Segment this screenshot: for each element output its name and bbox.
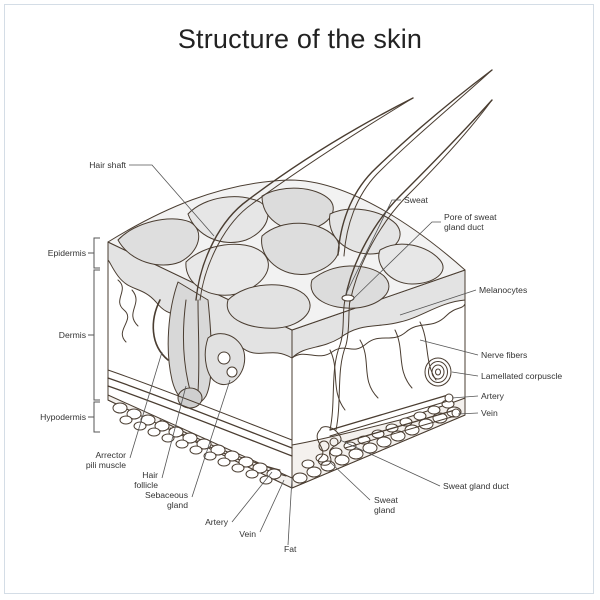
leader-nerve: [419, 339, 479, 356]
fat-cells-right: [292, 399, 462, 484]
leader-vein-r: [457, 412, 479, 415]
label-sebaceous-1: Sebaceous: [145, 490, 188, 500]
leader-sebaceous: [191, 379, 231, 498]
leader-sweat-duct: [339, 439, 441, 487]
leader-arrector: [129, 351, 163, 459]
label-pore-2: gland duct: [444, 222, 484, 232]
leader-lamellated: [451, 371, 479, 377]
leader-hair-follicle: [161, 385, 187, 479]
label-sweat-gland-duct: Sweat gland duct: [443, 481, 510, 491]
label-dermis: Dermis: [59, 330, 86, 340]
nerve-fiber: [394, 329, 413, 389]
leader-vein-b: [259, 479, 285, 533]
leader-artery-r: [451, 395, 479, 399]
top-cell: [378, 243, 444, 285]
arrector-pili: [152, 299, 169, 361]
hair-shaft-3: [344, 99, 493, 301]
label-arrector-1: Arrector: [95, 450, 126, 460]
hair-follicle: [167, 281, 212, 406]
top-cell: [117, 218, 200, 266]
label-nerve-fibers: Nerve fibers: [481, 350, 527, 360]
label-hypodermis: Hypodermis: [40, 412, 86, 422]
label-artery-right: Artery: [481, 391, 505, 401]
diagram-title: Structure of the skin: [177, 24, 423, 54]
hypodermis-bracket: [93, 401, 100, 433]
right-artery: [329, 394, 449, 431]
leader-sweat-gland: [329, 461, 371, 501]
label-hair-follicle-2: follicle: [134, 480, 158, 490]
layer-brackets: [88, 237, 100, 433]
nerve-fiber: [359, 339, 379, 399]
front-artery: [107, 377, 293, 449]
skin-block: [107, 69, 493, 489]
hair-shaft: [195, 97, 414, 301]
label-sweat: Sweat: [404, 195, 428, 205]
label-vein-right: Vein: [481, 408, 498, 418]
lamellated-corpuscle: [424, 357, 452, 387]
leader-melanocytes: [399, 289, 477, 316]
top-cell: [261, 222, 340, 275]
label-sebaceous-2: gland: [167, 500, 188, 510]
sweat-gland-coil: [316, 426, 342, 466]
fat-cells-front: [112, 402, 282, 485]
label-epidermis: Epidermis: [48, 248, 86, 258]
nerve-fiber: [329, 349, 346, 411]
leader-sweat: [344, 199, 401, 297]
label-pore-1: Pore of sweat: [444, 212, 497, 222]
leader-artery-b: [231, 471, 273, 523]
leader-fat: [287, 477, 293, 546]
top-cell: [310, 265, 390, 309]
top-cell: [226, 284, 311, 329]
label-sweat-gland-1: Sweat: [374, 495, 398, 505]
label-sweat-gland-2: gland: [374, 505, 395, 515]
nerve-fiber: [419, 321, 437, 381]
label-arrector-2: pili muscle: [86, 460, 126, 470]
label-melanocytes: Melanocytes: [479, 285, 527, 295]
hair-shaft-2: [337, 69, 493, 256]
right-vein: [344, 409, 456, 443]
label-lamellated: Lamellated corpuscle: [481, 371, 562, 381]
label-hair-follicle-1: Hair: [142, 470, 158, 480]
right-epidermis-band: [291, 269, 466, 359]
leader-pore: [351, 221, 441, 301]
leader-hair-shaft: [129, 164, 215, 237]
epidermis-bracket: [93, 237, 100, 269]
label-vein-bottom: Vein: [239, 529, 256, 539]
front-vein: [107, 385, 293, 457]
label-artery-bottom: Artery: [205, 517, 229, 527]
sweat-gland-duct: [329, 299, 346, 431]
leader-lines: [129, 164, 479, 546]
label-fat: Fat: [284, 544, 297, 554]
label-hair-shaft: Hair shaft: [89, 160, 126, 170]
labels: Epidermis Dermis Hypodermis Hair shaft S…: [40, 160, 562, 554]
dermis-bracket: [93, 269, 100, 401]
